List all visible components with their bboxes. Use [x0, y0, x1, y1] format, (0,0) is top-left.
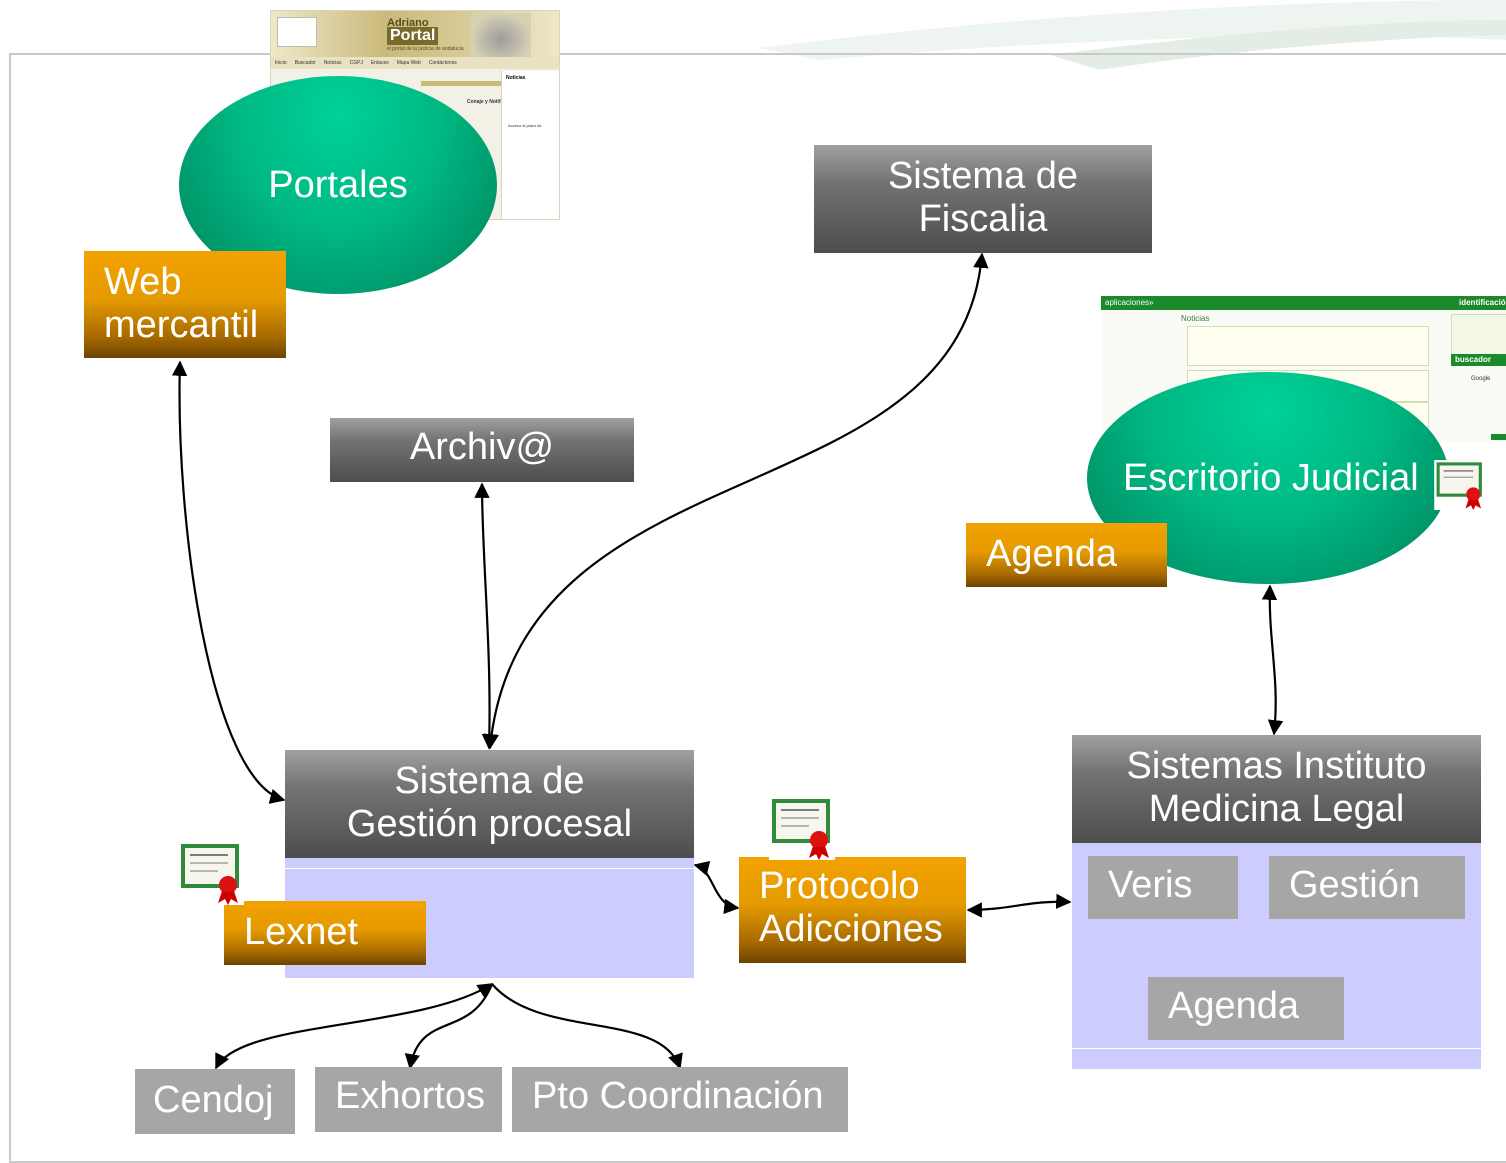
sistema-gestion-procesal-label: Sistema de Gestión procesal — [346, 760, 633, 845]
portal-news-link: Acceso al plazo de — [508, 123, 542, 128]
archiva-label: Archiv@ — [409, 426, 555, 468]
archiva-node: Archiv@ — [330, 418, 634, 482]
exhortos-node: Exhortos — [315, 1067, 502, 1132]
portal-side-link: Conaje y Notifica — [467, 99, 508, 105]
portal-tagline: el portal de la justicia de andalucía — [387, 46, 464, 52]
sgp-divider — [285, 868, 694, 869]
escritorio-search: buscador — [1455, 355, 1492, 364]
link-sgp-cendoj — [215, 983, 494, 1070]
web-mercantil-label: Web mercantil — [104, 261, 259, 346]
portal-menu-item: Buscador — [294, 60, 316, 66]
link-web-sgp — [171, 360, 286, 804]
portal-menu-item: CGPJ — [349, 60, 363, 66]
portal-brand-main: Portal — [387, 27, 439, 45]
andalucia-logo-icon — [277, 17, 317, 47]
sistemas-iml-node: Sistemas Instituto Medicina Legal — [1072, 735, 1481, 843]
portal-menu-item: Mapa Web — [396, 60, 421, 66]
portal-menu-item: Noticias — [323, 60, 342, 66]
agenda-escritorio-label: Agenda — [986, 533, 1118, 575]
link-escritorio-iml — [1261, 584, 1284, 736]
veris-node: Veris — [1088, 856, 1238, 919]
protocolo-adicciones-node: Protocolo Adicciones — [739, 857, 966, 963]
link-sgp-pto — [491, 983, 683, 1070]
portal-menu-item: Enlaces — [370, 60, 389, 66]
gestion-label: Gestión — [1289, 864, 1420, 906]
lexnet-label: Lexnet — [244, 911, 359, 953]
lexnet-node: Lexnet — [224, 901, 426, 965]
escritorio-section: Noticias — [1181, 314, 1210, 323]
sistema-fiscalia-label: Sistema de Fiscalia — [887, 155, 1079, 240]
agenda-escritorio-node: Agenda — [966, 523, 1167, 587]
escritorio-right-title: identificación — [1459, 298, 1506, 307]
exhortos-label: Exhortos — [335, 1075, 485, 1117]
web-mercantil-node: Web mercantil — [84, 251, 286, 358]
link-protocolo-iml — [966, 893, 1072, 918]
sistemas-iml-label: Sistemas Instituto Medicina Legal — [1126, 745, 1427, 830]
escritorio-judicial-label: Escritorio Judicial — [1123, 456, 1419, 499]
certificate-icon — [769, 796, 835, 860]
portales-label: Portales — [268, 163, 408, 206]
protocolo-adicciones-label: Protocolo Adicciones — [759, 865, 943, 950]
cendoj-node: Cendoj — [135, 1069, 295, 1134]
cendoj-label: Cendoj — [153, 1079, 274, 1121]
link-archiva-sgp — [474, 482, 498, 750]
certificate-icon — [178, 841, 244, 905]
escritorio-menu: aplicaciones» — [1105, 298, 1154, 307]
escritorio-google: Google — [1471, 376, 1491, 382]
portal-news-panel: Noticias Acceso al plazo de — [501, 71, 559, 219]
veris-label: Veris — [1108, 864, 1193, 906]
gestion-node: Gestión — [1269, 856, 1465, 919]
agenda-iml-node: Agenda — [1148, 977, 1344, 1040]
link-sgp-exhortos — [404, 983, 494, 1070]
portal-menu-item: Inicio — [275, 60, 287, 66]
portal-news-title: Noticias — [506, 75, 526, 81]
pto-coordinacion-label: Pto Coordinación — [532, 1075, 824, 1117]
sistema-fiscalia-node: Sistema de Fiscalia — [814, 145, 1152, 253]
portal-menu: Inicio Buscador Noticias CGPJ Enlaces Ma… — [271, 57, 559, 69]
sistema-gestion-procesal-node: Sistema de Gestión procesal — [285, 750, 694, 858]
portal-statue-image — [471, 13, 531, 57]
certificate-icon — [1434, 460, 1486, 510]
link-sgp-protocolo — [693, 860, 740, 915]
link-fiscalia-sgp — [483, 252, 989, 750]
portal-menu-item: Contáctenos — [428, 60, 457, 66]
portal-side-bar — [421, 81, 501, 86]
pto-coordinacion-node: Pto Coordinación — [512, 1067, 848, 1132]
agenda-iml-label: Agenda — [1168, 985, 1300, 1027]
iml-divider — [1072, 1048, 1481, 1049]
portal-brand-top: Adriano — [387, 17, 429, 29]
